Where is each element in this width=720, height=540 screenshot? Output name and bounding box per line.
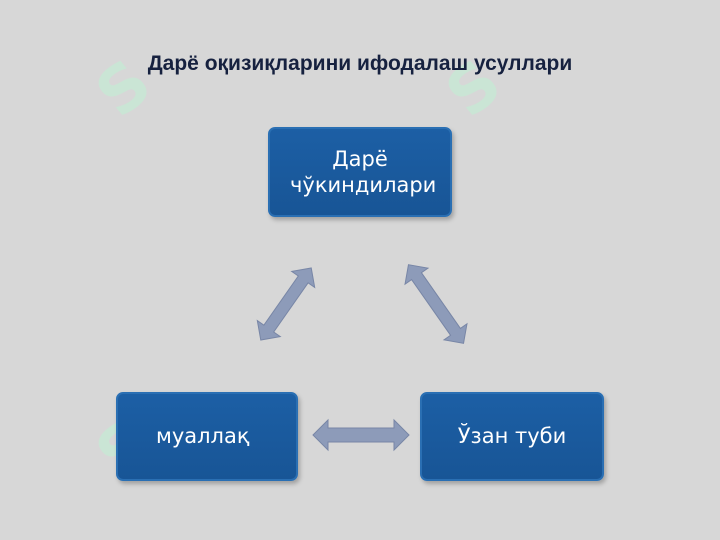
node-suspended: муаллақ xyxy=(116,392,298,481)
arrow-bottom xyxy=(312,418,410,452)
slide-title: Дарё оқизиқларини ифодалаш усуллари xyxy=(147,52,573,75)
node-river-sediments: Дарё чўкиндилари xyxy=(268,127,452,217)
node-bed-load-label: Ўзан туби xyxy=(457,424,567,449)
node-suspended-label: муаллақ xyxy=(156,424,250,449)
node-river-sediments-label: Дарё чўкиндилари xyxy=(290,146,437,197)
node-bed-load: Ўзан туби xyxy=(420,392,604,481)
arrow-top-right xyxy=(404,264,468,344)
arrow-top-left xyxy=(256,267,316,341)
